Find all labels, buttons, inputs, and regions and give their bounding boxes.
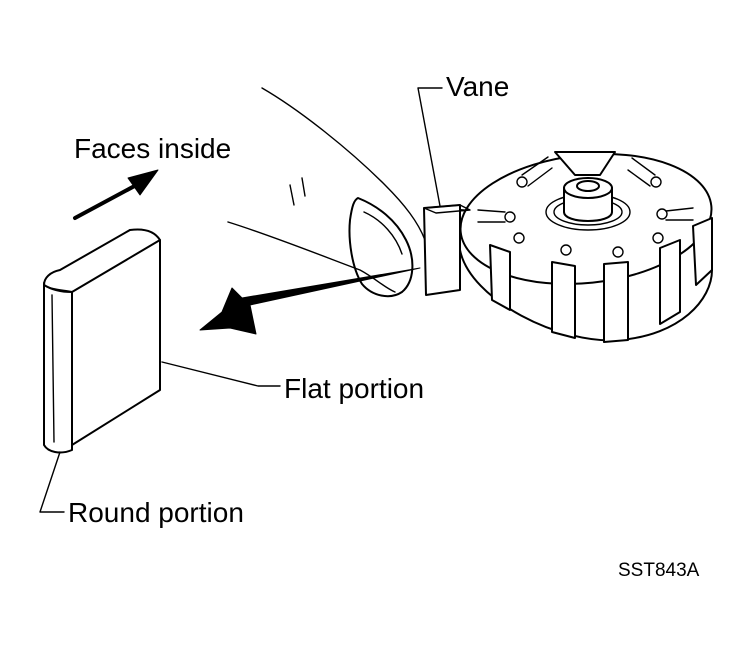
flat-portion-leader: [161, 361, 281, 387]
vane-label: Vane: [446, 71, 509, 102]
finger-illustration: [227, 87, 426, 298]
round-portion-label: Round portion: [68, 497, 244, 528]
leader-lines: [39, 87, 443, 513]
vane-block: [43, 228, 161, 454]
round-portion-leader: [39, 451, 65, 513]
large-direction-arrow: [199, 267, 421, 335]
faces-inside-label: Faces inside: [74, 133, 231, 164]
faces-inside-arrow: [73, 169, 159, 220]
held-vane: [423, 204, 471, 296]
figure-code-label: SST843A: [618, 560, 700, 581]
flat-portion-label: Flat portion: [284, 373, 424, 404]
rotor-illustration: [459, 151, 713, 343]
vane-leader: [417, 87, 443, 207]
